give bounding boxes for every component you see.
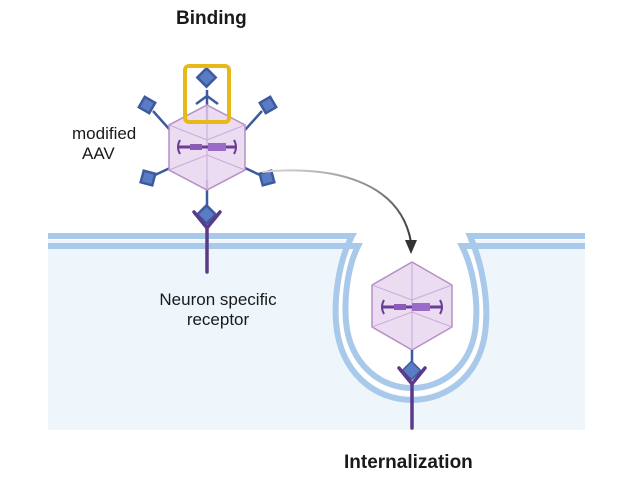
cell-membrane [48,233,585,430]
bound-aav [137,64,278,226]
binding-title: Binding [176,8,247,29]
receptor-line-1: Neuron specific [159,290,277,309]
cytoplasm-area [48,240,585,430]
receptor-label: Neuron specific receptor [146,290,290,330]
receptor-icon [192,210,222,274]
internalization-title: Internalization [344,452,473,473]
modified-aav-line-1: modified [72,124,137,143]
genome-icon [381,299,443,315]
internalized-aav [371,261,453,430]
modified-aav-label: modified AAV [72,124,136,164]
arrow-icon [261,169,417,254]
modified-aav-line-2: AAV [82,144,115,163]
ligand-icon [137,66,278,226]
receptor-icon [397,366,427,430]
receptor-line-2: receptor [186,310,250,329]
genome-icon [177,139,237,155]
ligand-highlight-box [183,64,231,124]
